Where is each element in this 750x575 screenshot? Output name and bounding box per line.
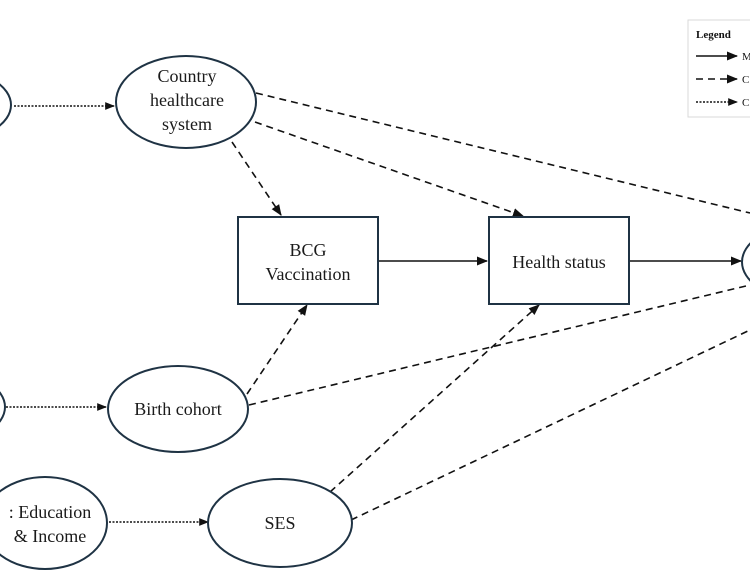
legend-label: C — [742, 97, 749, 109]
edge-ses-to-outcome — [350, 329, 750, 521]
node-label-line: Health status — [512, 252, 605, 272]
node-label-line: : Education — [9, 502, 91, 522]
node-health-status: Health status — [488, 216, 630, 305]
legend-item-dotted: C — [696, 97, 749, 109]
node-label-line: Birth cohort — [134, 399, 222, 419]
node-country-healthcare-system: Country healthcare system — [115, 55, 257, 149]
edge-ses-to-health-status — [329, 304, 540, 493]
node-ses: SES — [207, 478, 353, 568]
node-label-line: healthcare — [150, 90, 224, 110]
node-left-middle — [0, 391, 6, 423]
node-label-line: system — [162, 114, 212, 134]
legend-label: C — [742, 74, 749, 86]
legend-item-dashed: C — [696, 74, 749, 86]
node-label-line: SES — [264, 513, 295, 533]
node-label-line: Vaccination — [266, 264, 351, 284]
node-left-top — [0, 83, 12, 127]
node-birth-cohort: Birth cohort — [107, 365, 249, 453]
edge-birth-cohort-to-outcome — [248, 284, 750, 406]
legend-box — [687, 19, 750, 118]
legend-item-solid: M — [696, 51, 750, 63]
node-bcg-vaccination: BCG Vaccination — [237, 216, 379, 305]
legend-label: M — [742, 51, 750, 63]
legend-title: Legend — [696, 29, 731, 41]
edge-country-healthcare-to-outcome — [255, 92, 750, 214]
node-outcome — [741, 242, 750, 282]
edges — [6, 92, 750, 526]
legend: Legend M C C — [687, 19, 750, 118]
node-label-line: & Income — [14, 526, 86, 546]
edge-country-healthcare-to-health-status — [254, 121, 525, 217]
edge-country-healthcare-to-bcg — [231, 141, 282, 216]
node-label-line: Country — [157, 66, 216, 86]
node-label-line: BCG — [289, 240, 326, 260]
node-education-income: : Education & Income — [0, 476, 108, 570]
edge-birth-cohort-to-bcg — [246, 304, 308, 395]
